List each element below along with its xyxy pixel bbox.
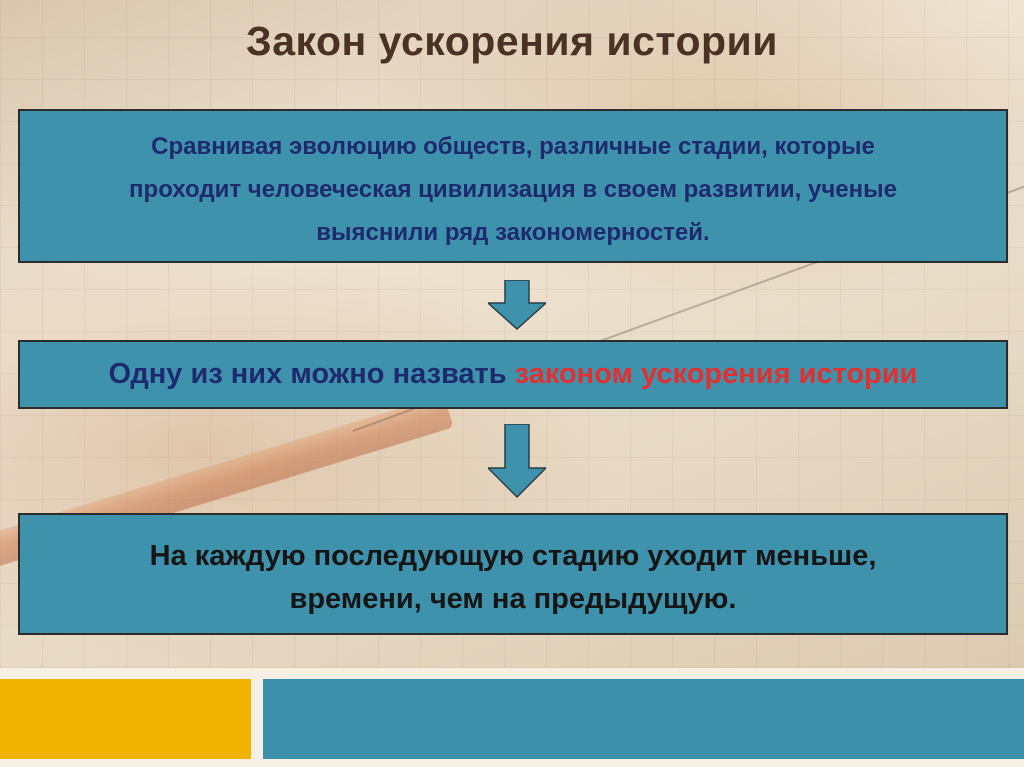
footer-bar-teal: [263, 679, 1024, 759]
footer-bar-yellow: [0, 679, 251, 759]
intro-text-line: выяснили ряд закономерностей.: [316, 219, 710, 246]
intro-text-line: проходит человеческая цивилизация в свое…: [129, 176, 897, 203]
down-arrow-icon: [488, 424, 546, 498]
law-name-highlight: законом ускорения истории: [514, 358, 918, 390]
down-arrow-icon: [488, 280, 546, 330]
slide-title: Закон ускорения истории: [246, 18, 778, 64]
conclusion-text-line: На каждую последующую стадию уходит мень…: [149, 540, 877, 572]
conclusion-text-line: времени, чем на предыдущую.: [289, 583, 737, 615]
intro-text-line: Сравнивая эволюцию обществ, различные ст…: [151, 133, 875, 160]
law-statement-text: Одну из них можно назвать: [108, 358, 515, 390]
intro-text-box: Сравнивая эволюцию обществ, различные ст…: [18, 109, 1008, 263]
law-statement-box: Одну из них можно назвать законом ускоре…: [18, 340, 1008, 409]
conclusion-text-box: На каждую последующую стадию уходит мень…: [18, 513, 1008, 635]
